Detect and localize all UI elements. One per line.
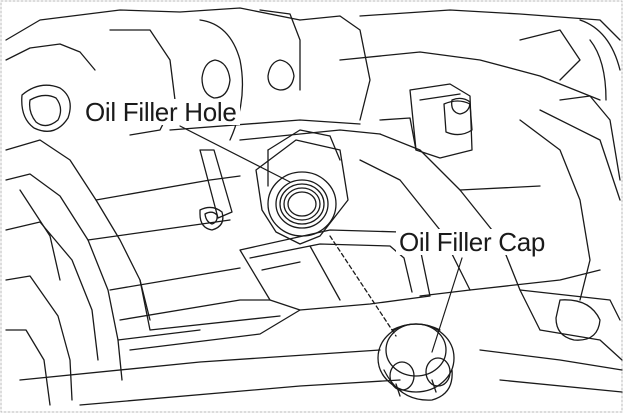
oil-filler-cap-label: Oil Filler Cap <box>396 229 549 255</box>
oil-filler-cap <box>377 323 455 401</box>
engine-housing-left <box>5 7 301 406</box>
oil-pan <box>19 229 471 406</box>
leader-line-cap <box>431 257 463 353</box>
oil-filler-neck <box>255 129 349 245</box>
leader-line-hole <box>179 125 291 183</box>
oil-filler-hole-label: Oil Filler Hole <box>82 99 240 125</box>
engine-housing-right <box>339 9 623 393</box>
alignment-guide <box>329 235 397 337</box>
cylinder-head <box>109 9 381 141</box>
mounting-bracket <box>379 83 473 159</box>
lever-arm <box>199 149 233 231</box>
